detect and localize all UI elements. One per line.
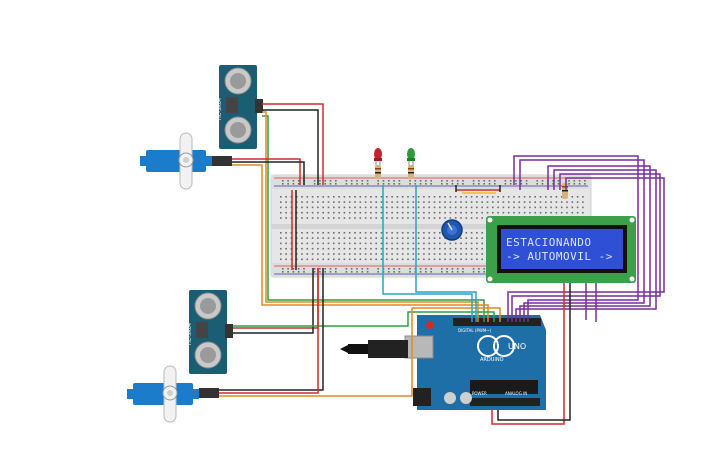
ultrasonic-sensor-top[interactable]: HC-SR04 bbox=[217, 65, 263, 149]
arduino-digital-label: DIGITAL (PWM~) bbox=[458, 328, 492, 333]
potentiometer[interactable] bbox=[441, 219, 463, 241]
wires bbox=[219, 103, 665, 425]
sensor-top-label: HC-SR04 bbox=[217, 98, 223, 120]
arduino-uno[interactable]: ARDUINO UNO DIGITAL (PWM~) POWER ANALOG … bbox=[404, 315, 546, 410]
lcd-display bbox=[486, 216, 636, 283]
sensor-bottom-label: HC-SR04 bbox=[187, 323, 193, 345]
lcd-line-2: -> AUTOMOVIL -> bbox=[506, 250, 613, 263]
arduino-power-label: POWER bbox=[472, 391, 487, 396]
arduino-analog-label: ANALOG IN bbox=[505, 391, 527, 396]
resistor-led-red bbox=[375, 165, 381, 179]
lcd-line-1: ESTACIONANDO bbox=[506, 236, 592, 249]
arduino-brand: ARDUINO bbox=[480, 357, 504, 363]
arduino-model: UNO bbox=[508, 342, 526, 351]
resistor-led-green bbox=[408, 165, 414, 179]
servo-bottom[interactable] bbox=[127, 365, 219, 423]
usb-cable bbox=[340, 340, 408, 358]
resistor-lcd bbox=[562, 183, 568, 199]
servo-top[interactable] bbox=[140, 132, 232, 190]
ultrasonic-sensor-bottom[interactable]: HC-SR04 bbox=[187, 290, 233, 374]
